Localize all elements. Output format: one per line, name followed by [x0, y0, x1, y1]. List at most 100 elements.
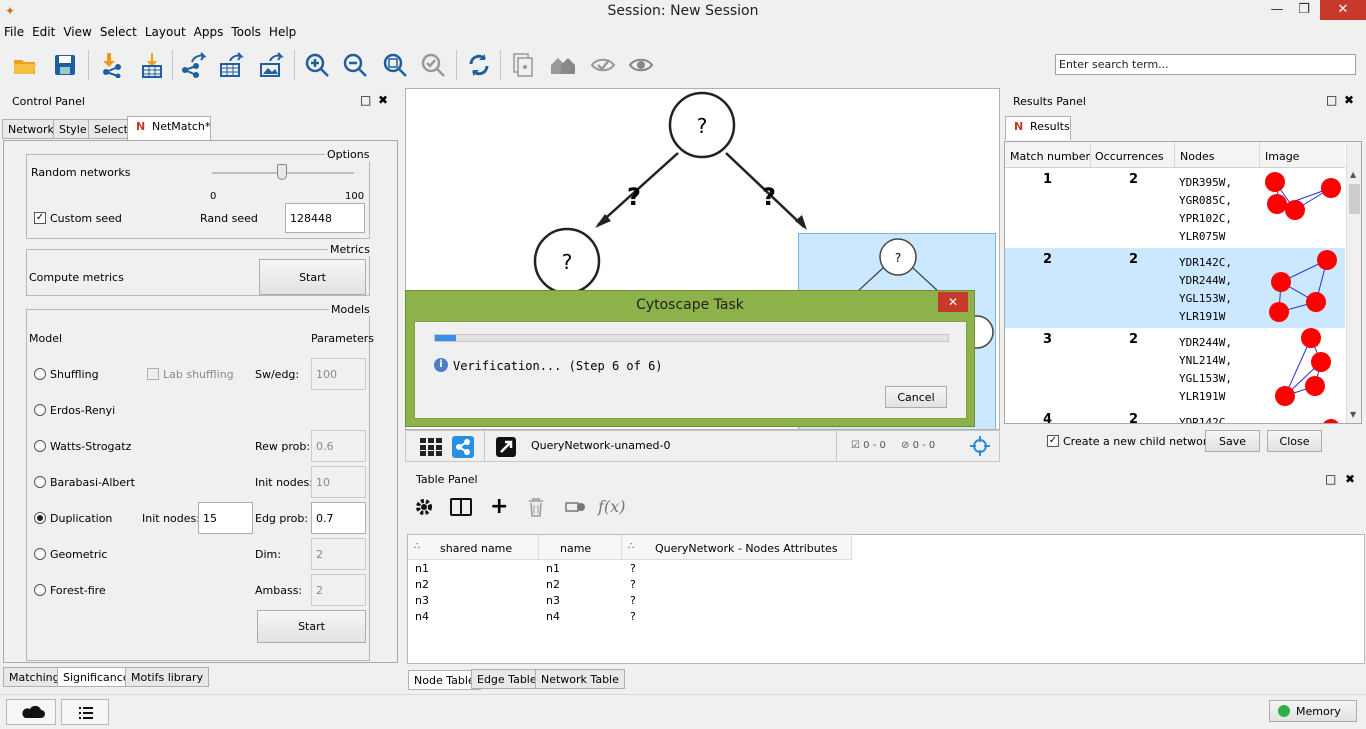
link-table-icon[interactable]: [565, 501, 587, 513]
menu-view[interactable]: View: [63, 25, 92, 39]
add-column-icon[interactable]: +: [490, 494, 509, 519]
new-network-from-selection-button[interactable]: [508, 50, 538, 80]
tab-edge-table[interactable]: Edge Table: [471, 669, 543, 689]
lab-shuffling-checkbox[interactable]: [147, 368, 159, 380]
float-panel-button[interactable]: □: [360, 93, 372, 107]
expand-view-icon[interactable]: [496, 437, 516, 457]
custom-seed-checkbox[interactable]: ✓: [34, 212, 46, 224]
import-network-button[interactable]: [96, 50, 126, 80]
tab-select[interactable]: Select: [88, 119, 134, 139]
tab-results[interactable]: N Results: [1005, 116, 1071, 140]
rew-prob-input[interactable]: 0.6: [311, 430, 366, 462]
export-network-button[interactable]: [178, 50, 208, 80]
close-panel-button[interactable]: ✖: [378, 93, 389, 107]
radio-forest-fire[interactable]: [34, 584, 46, 596]
show-all-button[interactable]: [548, 50, 578, 80]
radio-duplication[interactable]: [34, 512, 46, 524]
menu-layout[interactable]: Layout: [144, 25, 186, 39]
radio-erdos-renyi[interactable]: [34, 404, 46, 416]
radio-barabasi-albert[interactable]: [34, 476, 46, 488]
radio-geometric[interactable]: [34, 548, 46, 560]
scroll-thumb[interactable]: [1349, 184, 1360, 214]
export-image-button[interactable]: [256, 50, 286, 80]
edg-prob-input[interactable]: 0.7: [311, 502, 366, 534]
tab-matching[interactable]: Matching: [3, 667, 66, 687]
task-cancel-button[interactable]: Cancel: [885, 386, 947, 408]
menu-apps[interactable]: Apps: [193, 25, 224, 39]
metrics-start-button[interactable]: Start: [259, 259, 366, 295]
table-float-button[interactable]: □: [1325, 472, 1337, 486]
task-history-button[interactable]: [61, 699, 109, 725]
tab-node-table[interactable]: Node Table: [408, 670, 481, 690]
show-all-eye-button[interactable]: [626, 50, 656, 80]
col-query-network-attributes[interactable]: QueryNetwork - Nodes Attributes: [655, 542, 838, 555]
results-row[interactable]: 1 2 YDR395W,YGR085C,YPR102C,YLR075W: [1005, 168, 1345, 248]
scroll-up-icon[interactable]: ▲: [1350, 170, 1357, 179]
tab-network-table[interactable]: Network Table: [535, 669, 625, 689]
scroll-down-icon[interactable]: ▼: [1350, 410, 1357, 419]
cloud-button[interactable]: [6, 699, 56, 725]
task-dialog-close-button[interactable]: ✕: [938, 292, 968, 312]
close-window-button[interactable]: ✕: [1320, 0, 1366, 20]
share-network-icon[interactable]: [452, 436, 474, 458]
export-table-button[interactable]: [216, 50, 246, 80]
col-name[interactable]: name: [560, 542, 592, 555]
zoom-out-button[interactable]: [340, 50, 370, 80]
minimize-button[interactable]: —: [1270, 2, 1284, 17]
menu-help[interactable]: Help: [268, 25, 297, 39]
tab-motifs-library[interactable]: Motifs library: [125, 667, 210, 687]
hide-selected-button[interactable]: [588, 50, 618, 80]
menu-select[interactable]: Select: [99, 25, 137, 39]
results-row[interactable]: 3 2 YDR244W,YNL214W,YGL153W,YLR191W: [1005, 328, 1345, 408]
navigate-crosshair-icon[interactable]: [969, 435, 991, 457]
open-session-button[interactable]: [10, 50, 40, 80]
table-close-panel-button[interactable]: ✖: [1345, 472, 1356, 486]
rand-seed-input[interactable]: 128448: [285, 203, 365, 233]
ambass-input[interactable]: 2: [311, 574, 366, 606]
dim-input[interactable]: 2: [311, 538, 366, 570]
col-match-number[interactable]: Match number: [1010, 150, 1090, 163]
search-input[interactable]: Enter search term...: [1055, 54, 1356, 75]
function-builder-button[interactable]: f(x): [598, 497, 626, 516]
results-row-selected[interactable]: 2 2 YDR142C,YDR244W,YGL153W,YLR191W: [1005, 248, 1345, 328]
tab-significance[interactable]: Significance: [57, 667, 136, 687]
menu-file[interactable]: File: [4, 25, 25, 39]
save-session-button[interactable]: [50, 50, 80, 80]
tab-network[interactable]: Network: [2, 119, 60, 139]
table-settings-gear-icon[interactable]: [415, 498, 433, 516]
results-row[interactable]: 4 2 YDR142C,: [1005, 408, 1345, 423]
seed-slider-thumb[interactable]: [276, 164, 287, 180]
show-columns-icon[interactable]: [450, 498, 472, 516]
refresh-button[interactable]: [464, 50, 494, 80]
menu-tools[interactable]: Tools: [231, 25, 261, 39]
results-close-panel-button[interactable]: ✖: [1344, 93, 1355, 107]
import-table-button[interactable]: [136, 50, 166, 80]
results-close-button[interactable]: Close: [1267, 430, 1322, 452]
radio-shuffling[interactable]: [34, 368, 46, 380]
menu-edit[interactable]: Edit: [32, 25, 56, 39]
tab-netmatch[interactable]: N NetMatch*: [127, 116, 211, 140]
edge-n1-n3[interactable]: [725, 152, 805, 228]
delete-column-trash-icon[interactable]: [528, 498, 544, 517]
seed-slider-track[interactable]: [212, 164, 354, 180]
child-network-checkbox[interactable]: ✓: [1047, 435, 1059, 447]
zoom-selected-button[interactable]: [418, 50, 448, 80]
col-nodes[interactable]: Nodes: [1180, 150, 1215, 163]
sw-edg-input[interactable]: 100: [311, 358, 366, 390]
memory-button[interactable]: Memory: [1269, 700, 1357, 722]
results-scrollbar[interactable]: ▲ ▼: [1346, 142, 1361, 423]
dup-init-nodes-input[interactable]: 15: [198, 502, 253, 534]
init-nodes-input[interactable]: 10: [311, 466, 366, 498]
node-n1[interactable]: [668, 91, 736, 159]
zoom-in-button[interactable]: [302, 50, 332, 80]
grid-view-icon[interactable]: [420, 438, 442, 456]
col-image[interactable]: Image: [1265, 150, 1300, 163]
maximize-button[interactable]: ❐: [1298, 2, 1310, 17]
results-float-button[interactable]: □: [1326, 93, 1338, 107]
radio-watts-strogatz[interactable]: [34, 440, 46, 452]
col-occurrences[interactable]: Occurrences: [1095, 150, 1164, 163]
